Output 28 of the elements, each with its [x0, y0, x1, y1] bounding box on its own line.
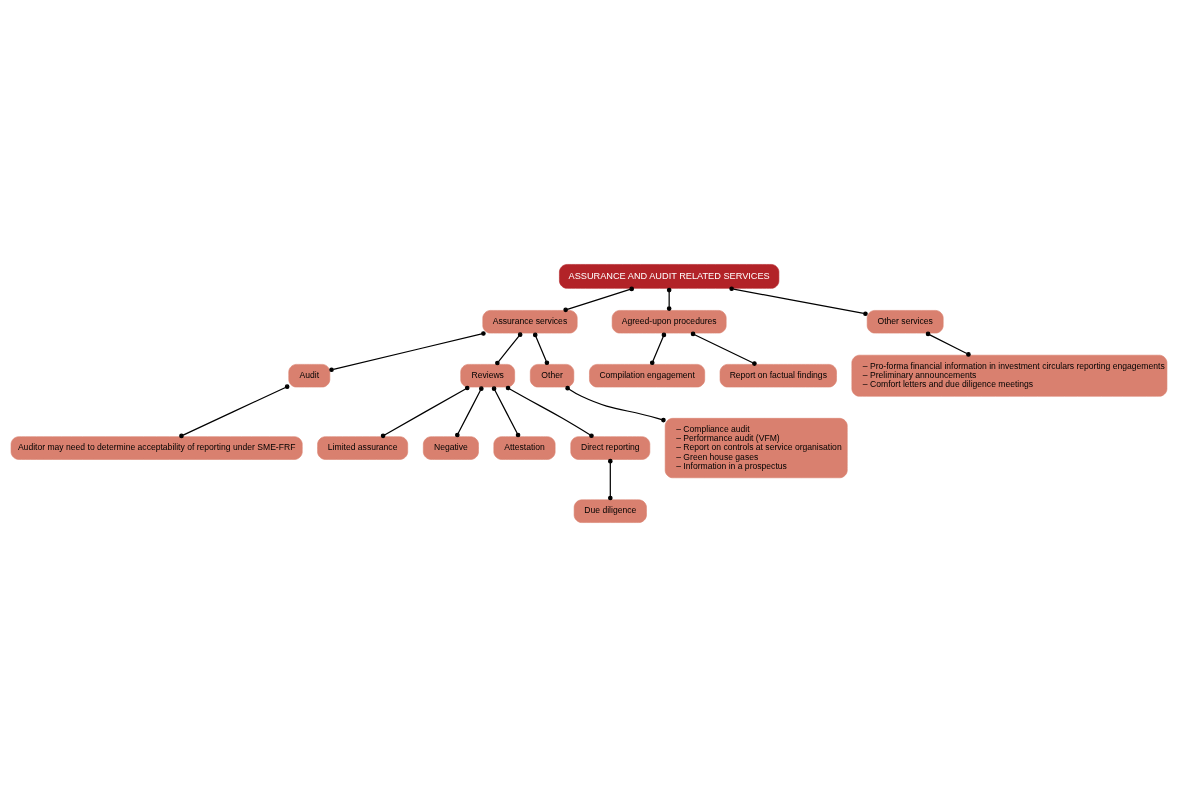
connector — [729, 285, 868, 316]
connector — [532, 332, 550, 365]
connector — [649, 332, 667, 365]
node-box: Compilation engagement — [589, 363, 705, 387]
connector — [565, 385, 666, 422]
connector — [505, 385, 594, 438]
connector — [495, 331, 523, 365]
node-box: Agreed-upon procedures — [611, 309, 727, 333]
connector — [925, 331, 971, 357]
node-box: Other services — [866, 309, 944, 333]
connector — [455, 385, 484, 437]
node-box: Due diligence — [573, 499, 647, 523]
node-box: Negative — [423, 435, 479, 460]
connector — [690, 331, 757, 366]
node-box: Report on factual findings — [719, 363, 837, 387]
node-box: Other — [530, 363, 575, 387]
node-box: – Compliance audit – Performance audit (VFM) – Report on controls at service organisation – Green house gases – Information in a prospectus — [664, 417, 848, 478]
connector — [607, 458, 613, 500]
connector — [329, 330, 486, 372]
connector — [563, 286, 634, 312]
node-box: – Pro-forma financial information in investment circulars reporting engagements – Preliminary announcements – Comfort letters and due diligence meetings — [851, 354, 1168, 397]
node-box: Attestation — [493, 435, 556, 460]
connector — [491, 385, 521, 437]
connector — [380, 385, 470, 438]
node-box: Direct reporting — [570, 435, 651, 460]
node-box: Audit — [288, 363, 331, 387]
connector — [179, 383, 290, 438]
node-box: Reviews — [460, 363, 515, 387]
